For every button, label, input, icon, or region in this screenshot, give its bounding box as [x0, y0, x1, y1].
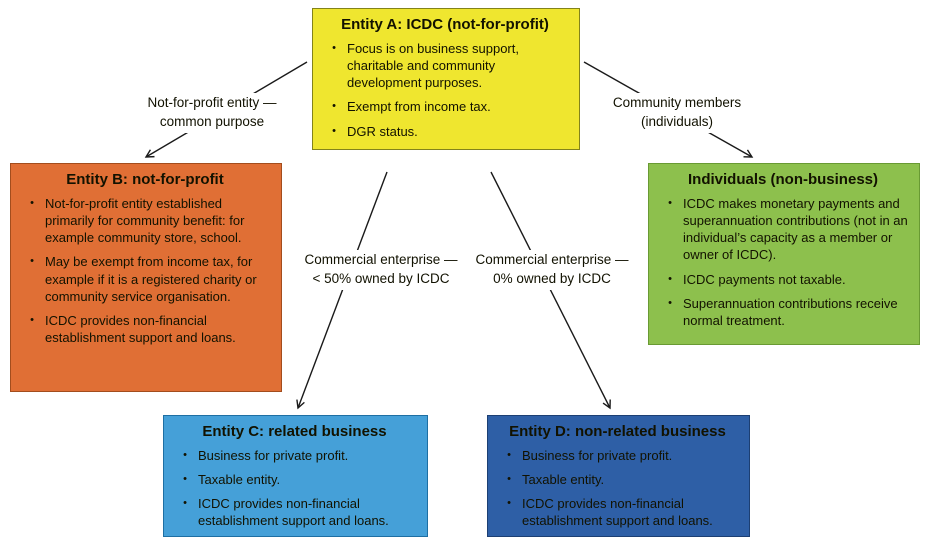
bullet-marker: •	[183, 473, 187, 486]
bullet-marker: •	[668, 197, 672, 209]
bullet-item: • Not-for-profit entity established prim…	[19, 195, 271, 246]
bullet-text: Business for private profit.	[198, 448, 349, 463]
bullet-item: • Taxable entity.	[172, 471, 417, 488]
node-entity-a-title: Entity A: ICDC (not-for-profit)	[341, 16, 549, 33]
node-entity-c: Entity C: related business • Business fo…	[163, 415, 428, 537]
bullet-text: DGR status.	[347, 123, 418, 139]
bullet-item: • ICDC provides non-financial establishm…	[19, 312, 271, 346]
bullet-item: • ICDC makes monetary payments and super…	[657, 195, 909, 264]
node-entity-d: Entity D: non-related business • Busines…	[487, 415, 750, 537]
bullet-text: ICDC provides non-financial establishmen…	[198, 496, 389, 529]
node-entity-a-bullets: • Focus is on business support, charitab…	[321, 40, 569, 140]
bullet-text: ICDC provides non-financial establishmen…	[522, 496, 713, 529]
bullet-text: ICDC provides non-financial establishmen…	[45, 312, 236, 346]
bullet-marker: •	[507, 449, 511, 461]
node-entity-a: Entity A: ICDC (not-for-profit) • Focus …	[312, 8, 580, 150]
arrow-a-to-d	[490, 171, 610, 408]
node-individuals-title: Individuals (non-business)	[687, 171, 878, 188]
node-entity-c-title: Entity C: related business	[202, 423, 387, 440]
bullet-text: ICDC payments not taxable.	[683, 271, 846, 287]
bullet-item: • Exempt from income tax.	[321, 98, 569, 115]
edge-label-community-members: Community members (individuals)	[583, 93, 771, 133]
bullet-text: Superannuation contributions receive nor…	[683, 295, 898, 328]
bullet-item: • Business for private profit.	[496, 447, 739, 464]
bullet-item: • ICDC payments not taxable.	[657, 271, 909, 288]
bullet-text: Taxable entity.	[198, 472, 281, 488]
bullet-marker: •	[507, 497, 511, 510]
bullet-item: • Business for private profit.	[172, 447, 417, 464]
bullet-item: • May be exempt from income tax, for exa…	[19, 253, 271, 304]
edge-label-commercial-lt50: Commercial enterprise — < 50% owned by I…	[287, 250, 475, 290]
bullet-text: Business for private profit.	[522, 448, 673, 463]
node-entity-b-bullets: • Not-for-profit entity established prim…	[19, 195, 271, 346]
bullet-marker: •	[183, 449, 187, 461]
node-entity-c-bullets: • Business for private profit. • Taxable…	[172, 447, 417, 530]
arrow-a-to-c	[298, 171, 388, 408]
node-individuals-bullets: • ICDC makes monetary payments and super…	[657, 195, 909, 329]
bullet-marker: •	[30, 197, 34, 209]
node-entity-d-bullets: • Business for private profit. • Taxable…	[496, 447, 739, 530]
bullet-item: • ICDC provides non-financial establishm…	[172, 495, 417, 529]
bullet-marker: •	[183, 497, 187, 510]
bullet-text: Taxable entity.	[522, 472, 605, 488]
bullet-marker: •	[668, 272, 672, 285]
bullet-text: Exempt from income tax.	[347, 99, 491, 115]
bullet-item: • ICDC provides non-financial establishm…	[496, 495, 739, 529]
bullet-item: • DGR status.	[321, 123, 569, 140]
bullet-text: Focus is on business support, charitable…	[347, 41, 519, 91]
bullet-marker: •	[332, 124, 336, 137]
bullet-text: ICDC makes monetary payments and superan…	[683, 196, 908, 263]
bullet-item: • Taxable entity.	[496, 471, 739, 488]
edge-label-commercial-0pct: Commercial enterprise — 0% owned by ICDC	[466, 250, 638, 290]
node-entity-b: Entity B: not-for-profit • Not-for-profi…	[10, 163, 282, 392]
bullet-marker: •	[30, 313, 34, 326]
bullet-text: May be exempt from income tax, for examp…	[45, 254, 257, 304]
bullet-marker: •	[332, 42, 336, 54]
bullet-text: Not-for-profit entity established primar…	[45, 196, 245, 246]
bullet-item: • Focus is on business support, charitab…	[321, 40, 569, 91]
node-individuals: Individuals (non-business) • ICDC makes …	[648, 163, 920, 345]
edge-label-not-for-profit-common-purpose: Not-for-profit entity — common purpose	[103, 93, 321, 133]
bullet-marker: •	[668, 296, 672, 309]
bullet-marker: •	[332, 100, 336, 113]
node-entity-b-title: Entity B: not-for-profit	[66, 171, 224, 188]
node-entity-d-title: Entity D: non-related business	[509, 423, 726, 440]
bullet-marker: •	[507, 473, 511, 486]
bullet-marker: •	[30, 255, 34, 268]
bullet-item: • Superannuation contributions receive n…	[657, 295, 909, 329]
